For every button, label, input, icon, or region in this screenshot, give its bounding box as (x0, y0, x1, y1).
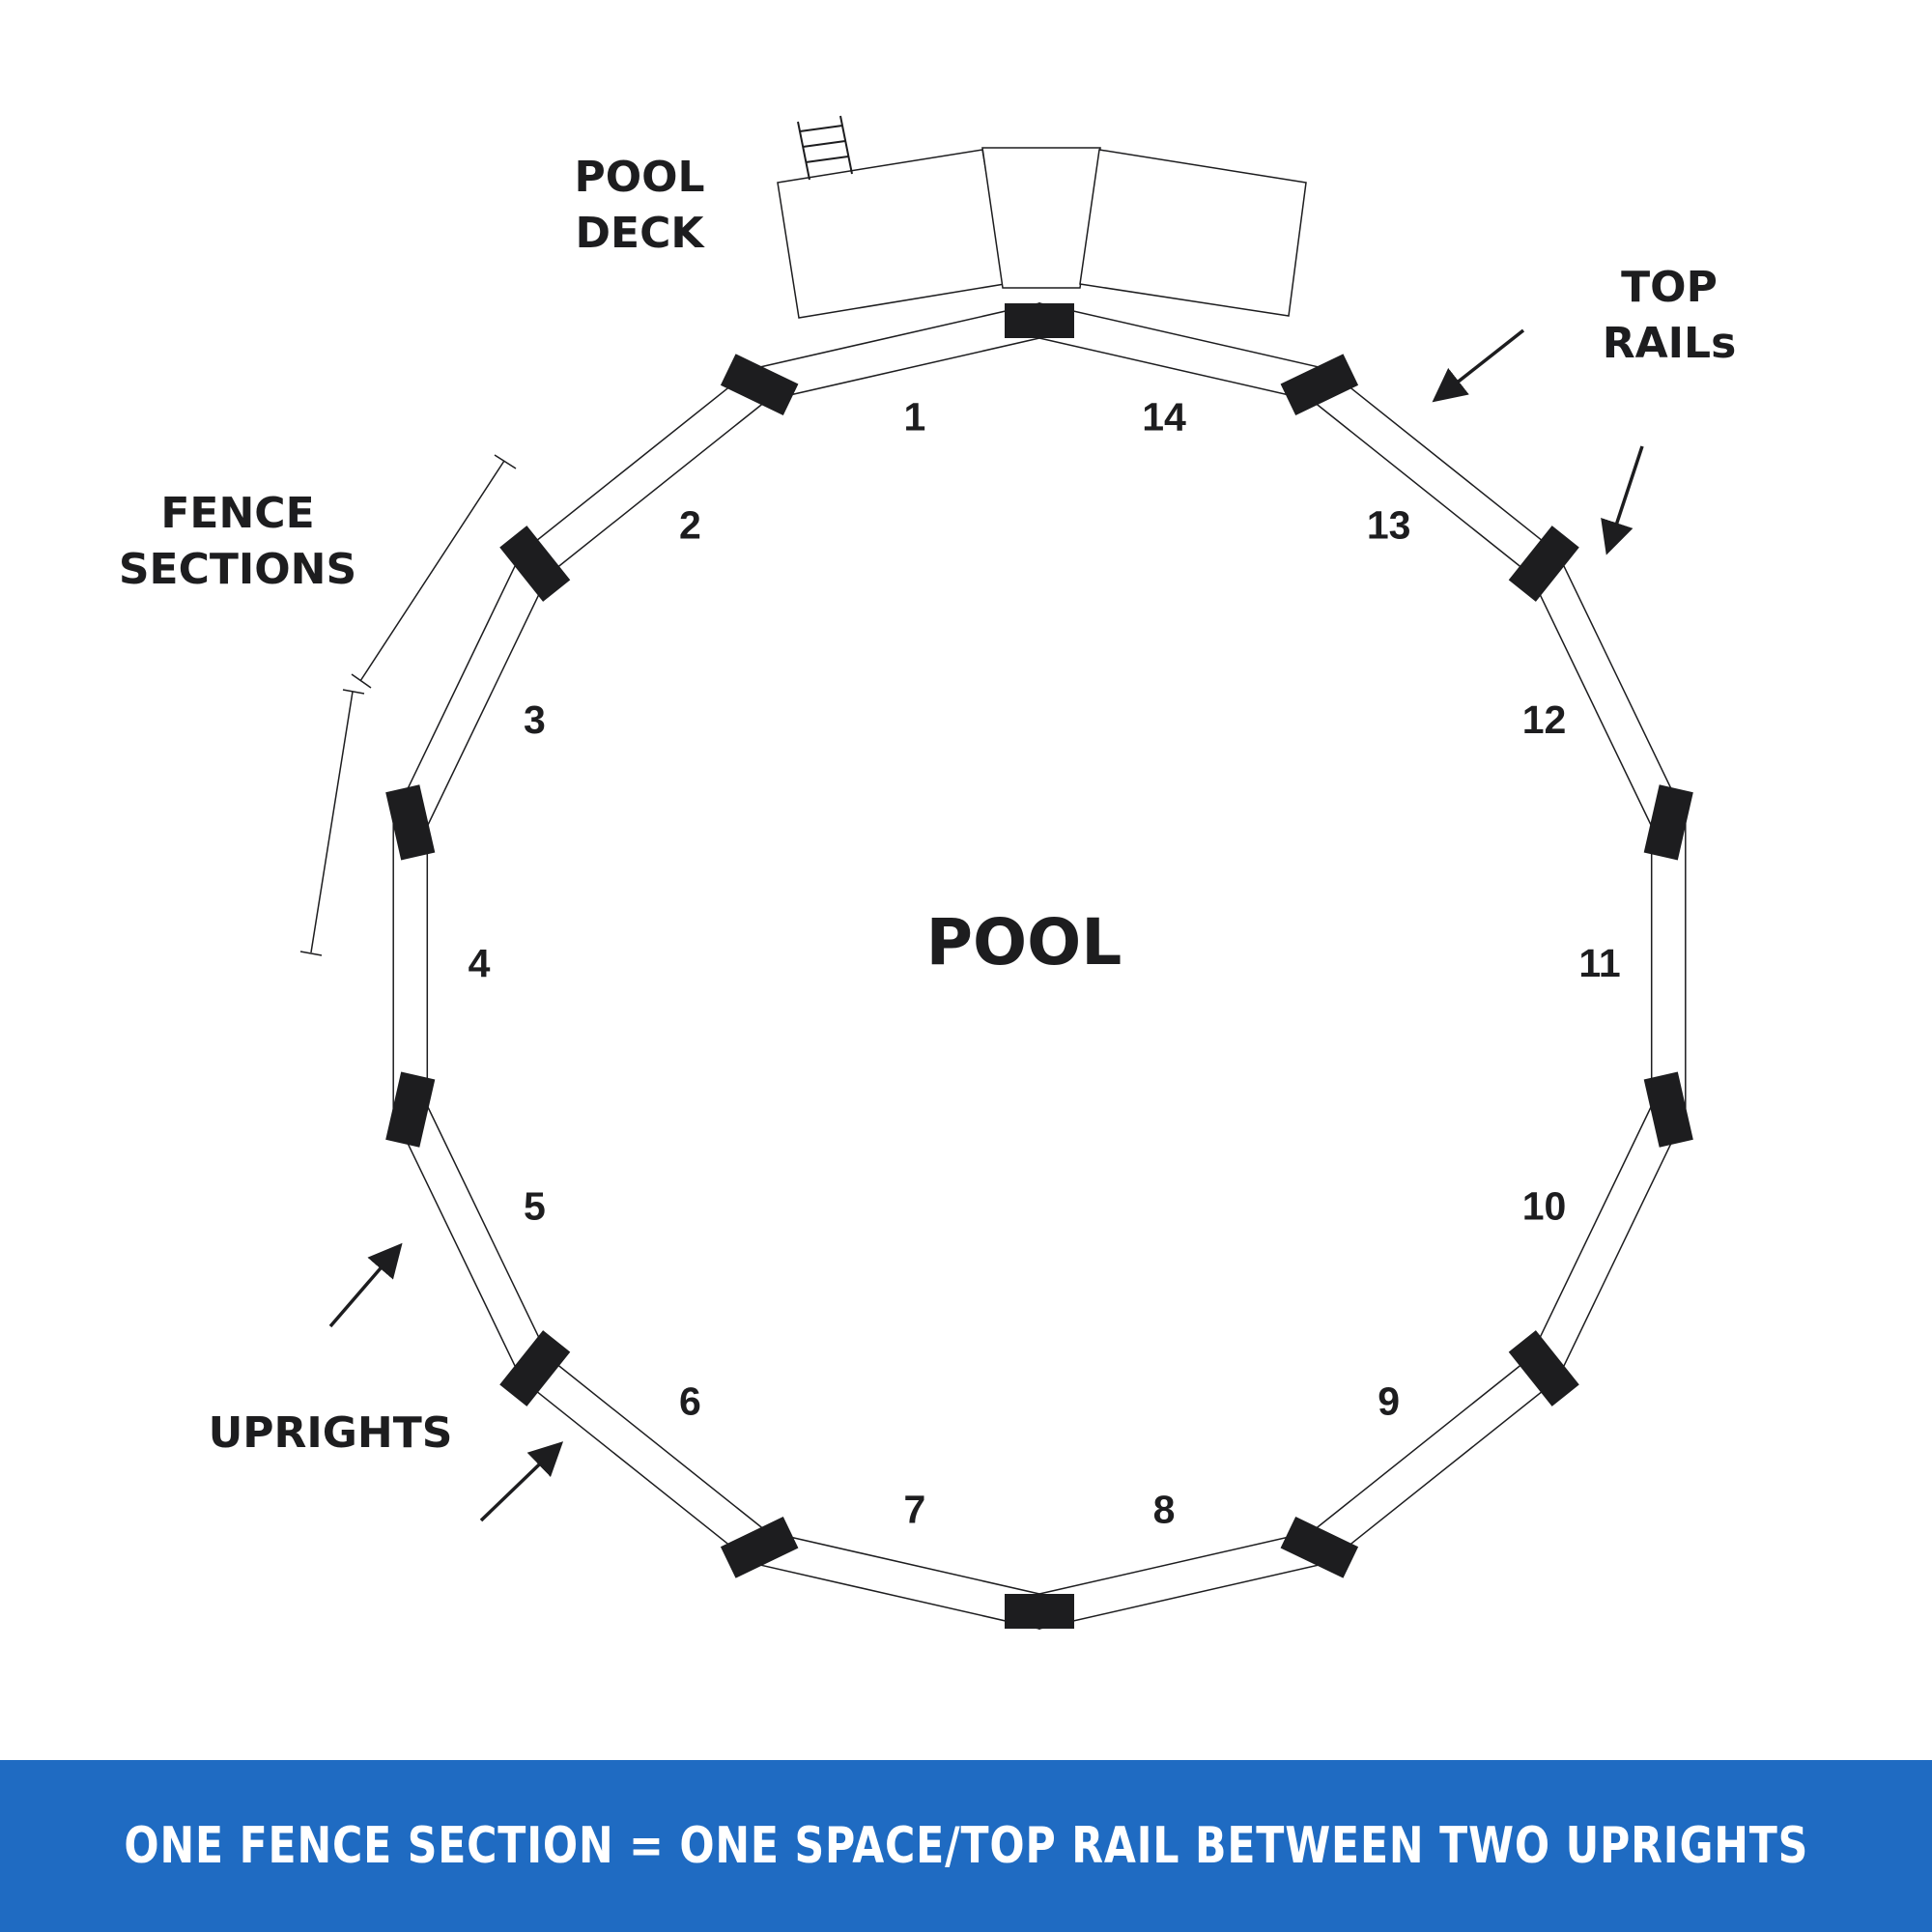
arrows (328, 328, 1644, 1522)
pool-deck-label-line1: POOL (574, 153, 704, 202)
fence-sections-label-line1: FENCE (160, 489, 314, 538)
top-rail (392, 1104, 550, 1380)
upright (499, 1330, 571, 1406)
section-number: 10 (1522, 1183, 1567, 1228)
top-rail (1529, 552, 1687, 828)
section-number: 2 (679, 502, 701, 547)
section-number: 1 (904, 394, 926, 439)
section-number: 9 (1378, 1378, 1400, 1423)
top-rail (1529, 1104, 1687, 1380)
pool-deck-center-panel (981, 147, 1101, 289)
upright (1280, 354, 1359, 415)
fence-sections-label-line2: SECTIONS (119, 545, 356, 594)
section-number: 5 (524, 1183, 546, 1228)
top-rail (1311, 1356, 1559, 1565)
top-rail (1650, 817, 1687, 1115)
section-number: 8 (1153, 1487, 1176, 1531)
upright (1643, 1071, 1693, 1148)
section-number: 13 (1367, 502, 1411, 547)
pool-deck-right-panel (1079, 149, 1307, 317)
top-rail (392, 817, 429, 1115)
upright (1005, 303, 1074, 338)
upright (1508, 1330, 1579, 1406)
section-number: 3 (524, 697, 546, 742)
upright (1643, 784, 1693, 861)
ladder-icon (797, 115, 853, 181)
top-rails-arrow-1 (1432, 328, 1525, 403)
pool-deck-left-panel (777, 149, 1006, 319)
top-rail (520, 1356, 768, 1565)
upright (499, 526, 571, 602)
section-number: 7 (904, 1487, 926, 1531)
footer-banner: ONE FENCE SECTION = ONE SPACE/TOP RAIL B… (0, 1760, 1932, 1932)
upright (1005, 1594, 1074, 1629)
pool-label: POOL (926, 905, 1122, 980)
section-number: 14 (1142, 394, 1186, 439)
upright (1280, 1517, 1359, 1578)
pool-deck (777, 115, 1307, 319)
section-number: 11 (1578, 941, 1620, 985)
section-number: 6 (679, 1378, 701, 1423)
uprights-label: UPRIGHTS (209, 1408, 453, 1458)
top-rail (1311, 367, 1559, 576)
top-rails-arrow-2 (1601, 445, 1644, 555)
top-rail (520, 367, 768, 576)
upright (720, 354, 799, 415)
upright (720, 1517, 799, 1578)
uprights-arrow-1 (328, 1242, 403, 1328)
top-rails-label-line1: TOP (1621, 263, 1718, 312)
upright (385, 784, 436, 861)
upright (385, 1071, 436, 1148)
upright (1508, 526, 1579, 602)
top-rails-label-line2: RAILs (1603, 319, 1737, 368)
uprights-arrow-2 (479, 1441, 564, 1522)
fence-section-dimension-lines (299, 454, 517, 956)
fence-ring (385, 302, 1693, 1630)
section-number: 12 (1522, 697, 1567, 742)
footer-text: ONE FENCE SECTION = ONE SPACE/TOP RAIL B… (124, 1817, 1808, 1875)
section-number: 4 (469, 941, 491, 985)
pool-deck-label-line2: DECK (576, 209, 706, 258)
